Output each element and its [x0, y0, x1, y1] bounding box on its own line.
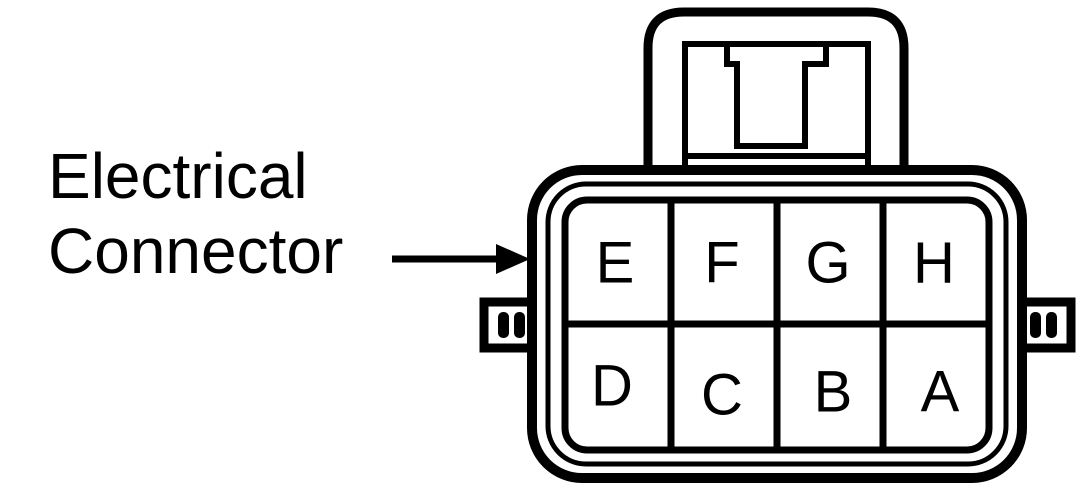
pin-label-f: F — [704, 231, 739, 296]
connector-housing-inner — [545, 181, 1009, 467]
callout-label-line1: Electrical — [48, 140, 308, 212]
callout-arrow — [392, 244, 530, 274]
pin-label-d: D — [591, 354, 633, 419]
pin-label-c: C — [701, 363, 743, 428]
pin-label-h: H — [913, 231, 955, 296]
pin-cavity-grid — [561, 196, 993, 454]
pin-label-a: A — [921, 360, 960, 425]
pin-label-e: E — [596, 231, 635, 296]
locking-tab — [643, 7, 909, 170]
pin-label-b: B — [814, 360, 853, 425]
callout-label-line2: Connector — [48, 215, 343, 287]
pin-label-g: G — [805, 231, 850, 296]
